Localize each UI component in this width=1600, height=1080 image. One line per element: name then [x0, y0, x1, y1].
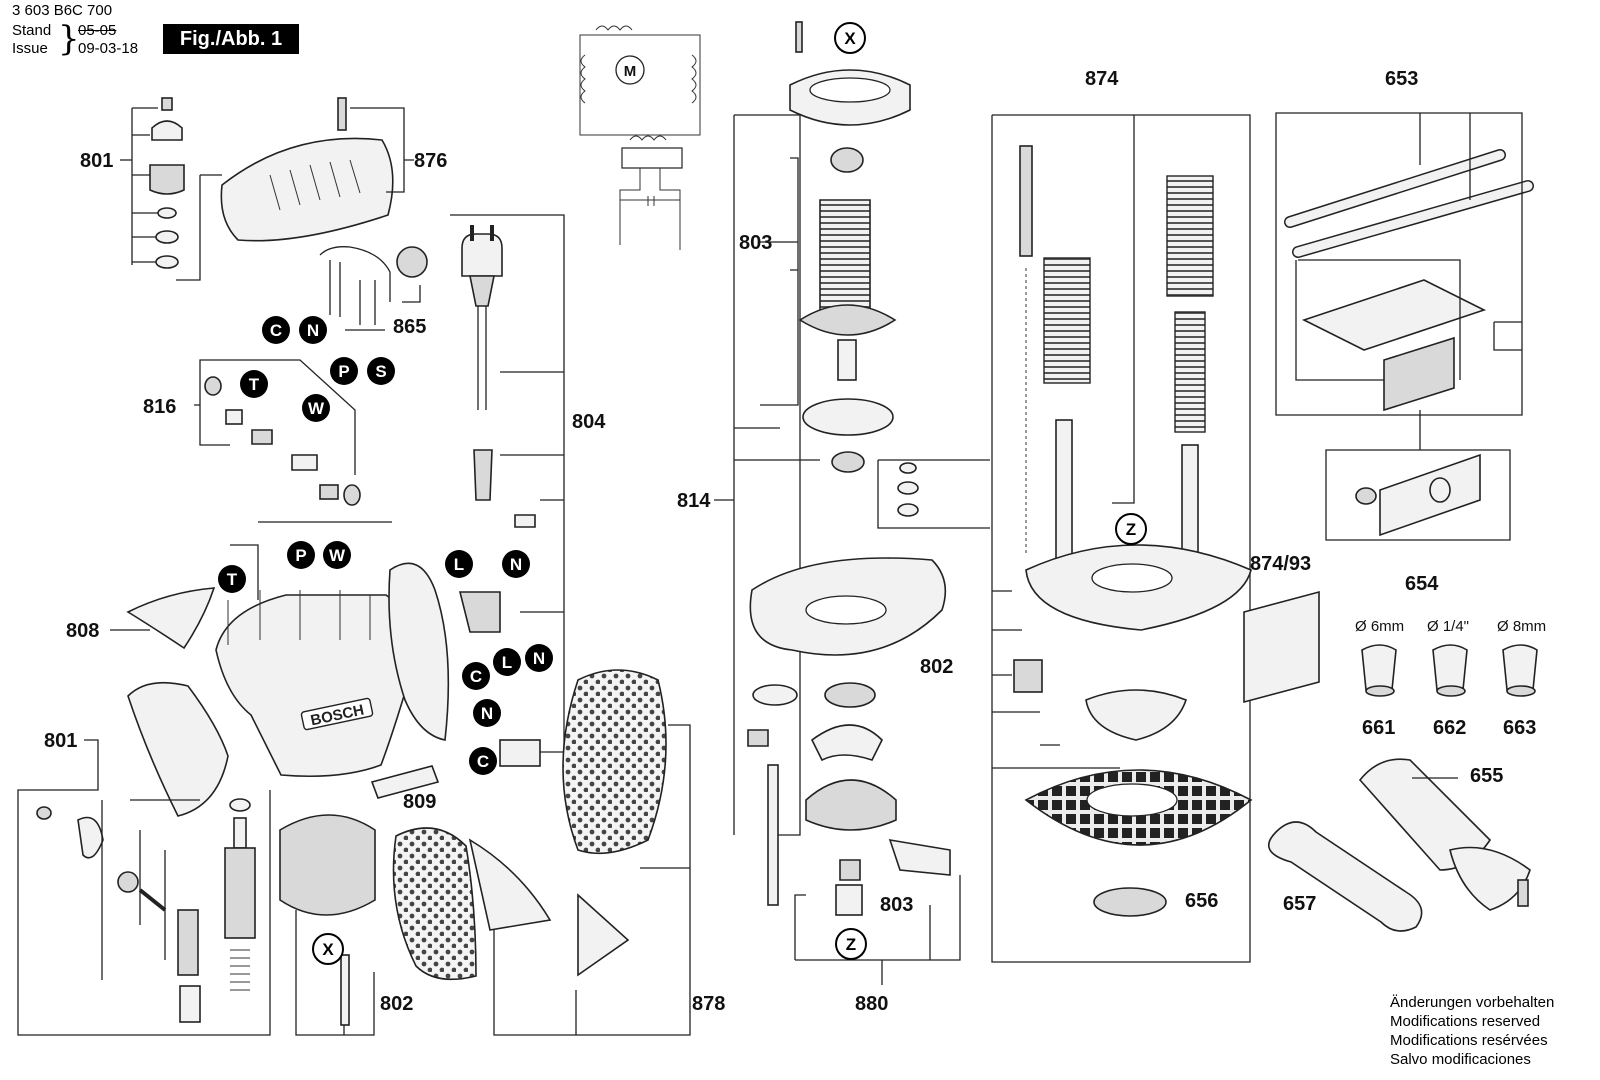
marker-z-bottom: Z [846, 935, 856, 954]
callout-874: 874 [1085, 68, 1119, 90]
part-655-dust-extraction-adapter [1358, 758, 1531, 911]
figure-label: Fig./Abb. 1 [163, 24, 299, 54]
marker-p-housing: P [295, 546, 306, 565]
callout-801-top: 801 [80, 150, 113, 172]
part-parallel-guide [1295, 259, 1522, 412]
callout-661: 661 [1362, 717, 1395, 739]
part-874-plunge-base [991, 114, 1320, 963]
callout-803-bottom: 803 [880, 894, 913, 916]
part-801-knob-stack [120, 97, 185, 269]
callout-874-93: 874/93 [1250, 553, 1311, 575]
marker-t-816: T [249, 375, 260, 394]
marker-t-housing: T [227, 570, 238, 589]
issue-label: Issue [12, 40, 48, 57]
part-801-handle [17, 681, 271, 1036]
callout-656: 656 [1185, 890, 1218, 912]
marker-n-cable: N [510, 555, 522, 574]
part-653-guide-rods [1275, 112, 1534, 416]
callout-801-left: 801 [44, 730, 77, 752]
modification-notes: Änderungen vorbehalten Modifications res… [1390, 993, 1554, 1069]
part-657-wrench [1267, 821, 1423, 932]
callout-878: 878 [692, 993, 725, 1015]
part-880-spindle-lock [747, 682, 961, 985]
callout-865: 865 [393, 316, 426, 338]
part-816-switch-kit [194, 359, 361, 506]
marker-c-865: C [270, 321, 282, 340]
callout-802-left: 802 [380, 993, 413, 1015]
marker-w-housing: W [329, 546, 346, 565]
part-654-adapter [1325, 410, 1511, 541]
motor-symbol-label: M [624, 63, 637, 80]
part-809-label [370, 765, 440, 799]
stand-value: 05-05 [78, 22, 117, 39]
note-english: Modifications reserved [1390, 1013, 1541, 1030]
callout-653: 653 [1385, 68, 1418, 90]
callout-816: 816 [143, 396, 176, 418]
marker-l-switch: L [502, 653, 512, 672]
brace-icon: } [58, 19, 80, 59]
motor-symbol-icon [615, 55, 645, 85]
callout-662: 662 [1433, 717, 1466, 739]
callout-803-top: 803 [739, 232, 772, 254]
issue-value: 09-03-18 [78, 40, 139, 57]
marker-n-865: N [307, 321, 319, 340]
note-french: Modifications resérvées [1390, 1032, 1548, 1049]
marker-s-865: S [375, 362, 386, 381]
document-number: 3 603 B6C 700 [12, 2, 113, 19]
callout-804: 804 [572, 411, 606, 433]
marker-p-865: P [338, 362, 349, 381]
stand-label: Stand [12, 22, 52, 39]
callout-880: 880 [855, 993, 888, 1015]
callout-802-mid: 802 [920, 656, 953, 678]
marker-x-top: X [844, 29, 856, 48]
callout-663: 663 [1503, 717, 1536, 739]
part-spring-shaft [224, 798, 256, 991]
part-865-wire-set [319, 246, 428, 331]
callout-876: 876 [414, 150, 447, 172]
part-878-grip-shells [392, 669, 691, 1036]
part-808-label [110, 587, 216, 650]
collet-size-quarter-inch: Ø 1/4" [1427, 618, 1469, 635]
collet-size-6mm: Ø 6mm [1355, 618, 1404, 635]
part-801-lock-assembly [36, 799, 201, 1023]
marker-n-brush: N [481, 704, 493, 723]
callout-654: 654 [1405, 573, 1439, 595]
marker-c-brush: C [477, 752, 489, 771]
callout-814: 814 [677, 490, 711, 512]
callout-655: 655 [1470, 765, 1503, 787]
marker-x-bottom: X [322, 940, 334, 959]
marker-l-cable: L [454, 555, 464, 574]
part-804-power-cable [450, 214, 565, 767]
part-main-housing: BOSCH [215, 521, 450, 778]
callout-809: 809 [403, 791, 436, 813]
marker-z-base: Z [1126, 520, 1136, 539]
marker-c-switch: C [470, 667, 482, 686]
callout-657: 657 [1283, 893, 1316, 915]
callout-labels: 801 876 865 816 804 808 801 809 802 878 … [44, 68, 1546, 1015]
wiring-schematic: M [579, 25, 701, 250]
callout-808: 808 [66, 620, 99, 642]
part-field-coil [279, 814, 376, 1036]
part-876-cover [176, 97, 414, 281]
part-collets [1361, 644, 1538, 697]
part-armature-stack [714, 21, 911, 836]
marker-n-switch: N [533, 649, 545, 668]
circle-markers: C N P S T W T P W L N C L N N C X X Z Z [218, 22, 1147, 965]
marker-w-816: W [308, 399, 325, 418]
collet-size-8mm: Ø 8mm [1497, 618, 1546, 635]
note-spanish: Salvo modificaciones [1390, 1051, 1531, 1068]
note-german: Änderungen vorbehalten [1390, 994, 1555, 1011]
part-gear-housing [749, 459, 990, 656]
